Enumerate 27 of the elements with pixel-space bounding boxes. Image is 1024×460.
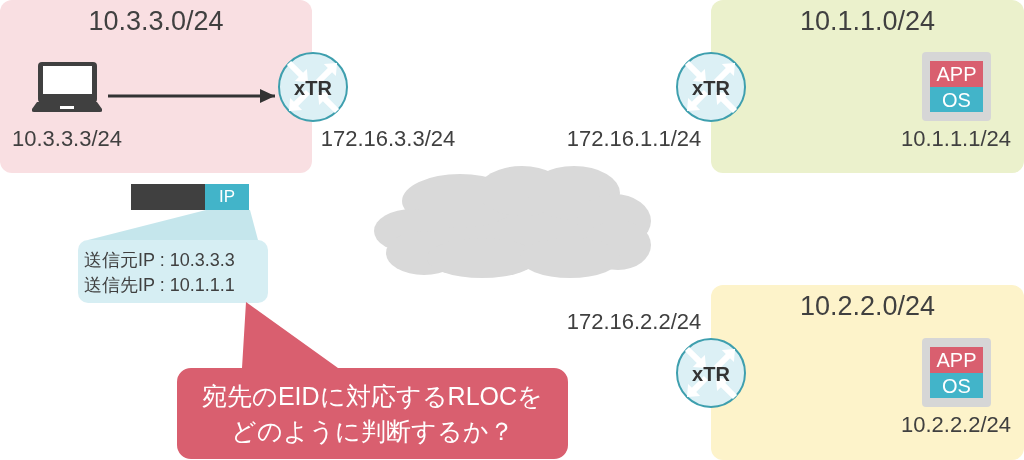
router-label: xTR bbox=[692, 362, 730, 386]
address-text: 送信元IP : 10.3.3.3 bbox=[84, 249, 235, 272]
subnet-label: 10.3.3.0/24 bbox=[88, 6, 224, 38]
router-label: xTR bbox=[692, 76, 730, 100]
question-text: 宛先のEIDに対応するRLOCをどのように判断するか？ bbox=[200, 381, 545, 447]
address-label: 172.16.1.1/24 bbox=[566, 126, 702, 152]
address-text: 送信先IP : 10.1.1.1 bbox=[84, 274, 235, 297]
server-box bbox=[922, 338, 991, 407]
software-layer: OS bbox=[930, 87, 983, 112]
subnet-label: 10.2.2.0/24 bbox=[799, 291, 936, 323]
speech-bubble bbox=[78, 210, 268, 303]
software-layer: APP bbox=[930, 61, 983, 87]
header-segment: IP bbox=[205, 184, 249, 210]
address-label: 10.1.1.1/24 bbox=[900, 126, 1012, 152]
software-layer: OS bbox=[930, 373, 983, 398]
subnet-label: 10.1.1.0/24 bbox=[799, 6, 936, 38]
router-label: xTR bbox=[294, 76, 332, 100]
server-box bbox=[922, 52, 991, 121]
laptop-icon bbox=[32, 62, 102, 112]
software-layer: APP bbox=[930, 347, 983, 373]
address-label: 172.16.2.2/24 bbox=[566, 309, 702, 335]
address-label: 10.2.2.2/24 bbox=[900, 412, 1012, 438]
address-label: 172.16.3.3/24 bbox=[320, 126, 456, 152]
packet-bar bbox=[131, 184, 249, 210]
speech-bubble bbox=[177, 302, 568, 459]
address-label: 10.3.3.3/24 bbox=[11, 126, 123, 152]
arrow bbox=[108, 89, 275, 103]
